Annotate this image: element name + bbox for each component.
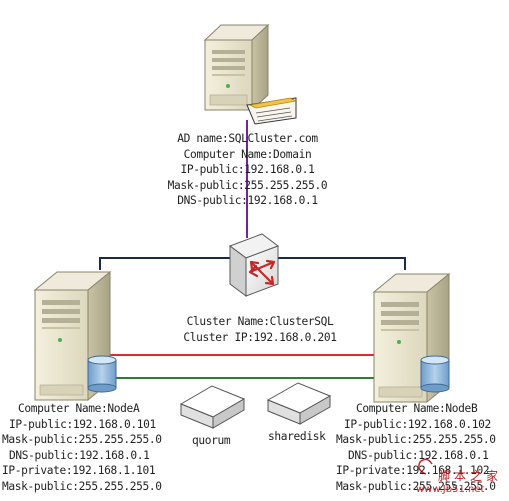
sharedisk-icon [266, 382, 332, 425]
keyboard-icon [246, 97, 298, 125]
node-b-tower-icon [372, 272, 451, 404]
cluster-ip: Cluster IP:192.168.0.201 [183, 330, 337, 344]
node-a-computer-name: Computer Name:NodeA [18, 402, 140, 415]
domain-server-tower-icon [203, 23, 270, 112]
domain-computer-name: Computer Name:Domain [183, 147, 312, 161]
node-a-info: Computer Name:NodeA IP-public:192.168.0.… [2, 401, 162, 495]
switch-to-node-b-link [260, 257, 406, 270]
quorum-label: quorum [192, 434, 231, 447]
node-a-ip-private: IP-private:192.168.1.101 [2, 464, 156, 478]
node-b-computer-name: Computer Name:NodeB [356, 402, 478, 415]
network-links [80, 120, 415, 379]
node-b-ip-private: IP-private:192.168.1.102 [336, 464, 490, 478]
domain-server-info: AD name:SQLCluster.com Computer Name:Dom… [140, 131, 355, 209]
switch-to-node-a-link [99, 257, 252, 270]
node-b-mask-public: Mask-public:255.255.255.0 [336, 433, 496, 447]
domain-dns-public: DNS-public:192.168.0.1 [177, 194, 318, 208]
node-a-dns-public: DNS-public:192.168.0.1 [9, 448, 150, 462]
node-b-mask-public-2: Mask-public:255.255.255.0 [336, 479, 496, 493]
node-a-ip-public: IP-public:192.168.0.101 [9, 417, 156, 431]
cluster-info: Cluster Name:ClusterSQL Cluster IP:192.1… [160, 314, 360, 345]
domain-ip-public: IP-public:192.168.0.1 [180, 163, 315, 177]
node-a-disk-icon [87, 355, 117, 393]
network-switch-icon [228, 233, 280, 297]
node-a-mask-public: Mask-public:255.255.255.0 [2, 433, 162, 447]
node-b-disk-icon [420, 355, 450, 393]
cluster-name: Cluster Name:ClusterSQL [186, 315, 334, 328]
domain-ad-name: AD name:SQLCluster.com [177, 132, 318, 145]
domain-mask-public: Mask-public:255.255.255.0 [167, 178, 328, 192]
node-b-ip-public: IP-public:192.168.0.102 [344, 417, 491, 431]
watermark-url: www.Jb51.net [416, 484, 485, 495]
quorum-disk-icon [179, 385, 246, 429]
sharedisk-label: sharedisk [268, 430, 326, 443]
node-b-info: Computer Name:NodeB IP-public:192.168.0.… [336, 401, 496, 495]
node-a-mask-public-2: Mask-public:255.255.255.0 [2, 479, 162, 493]
node-b-dns-public: DNS-public:192.168.0.1 [348, 448, 489, 462]
watermark-logo-icon [418, 458, 433, 475]
watermark-chinese: 脚本之家 [438, 469, 503, 483]
